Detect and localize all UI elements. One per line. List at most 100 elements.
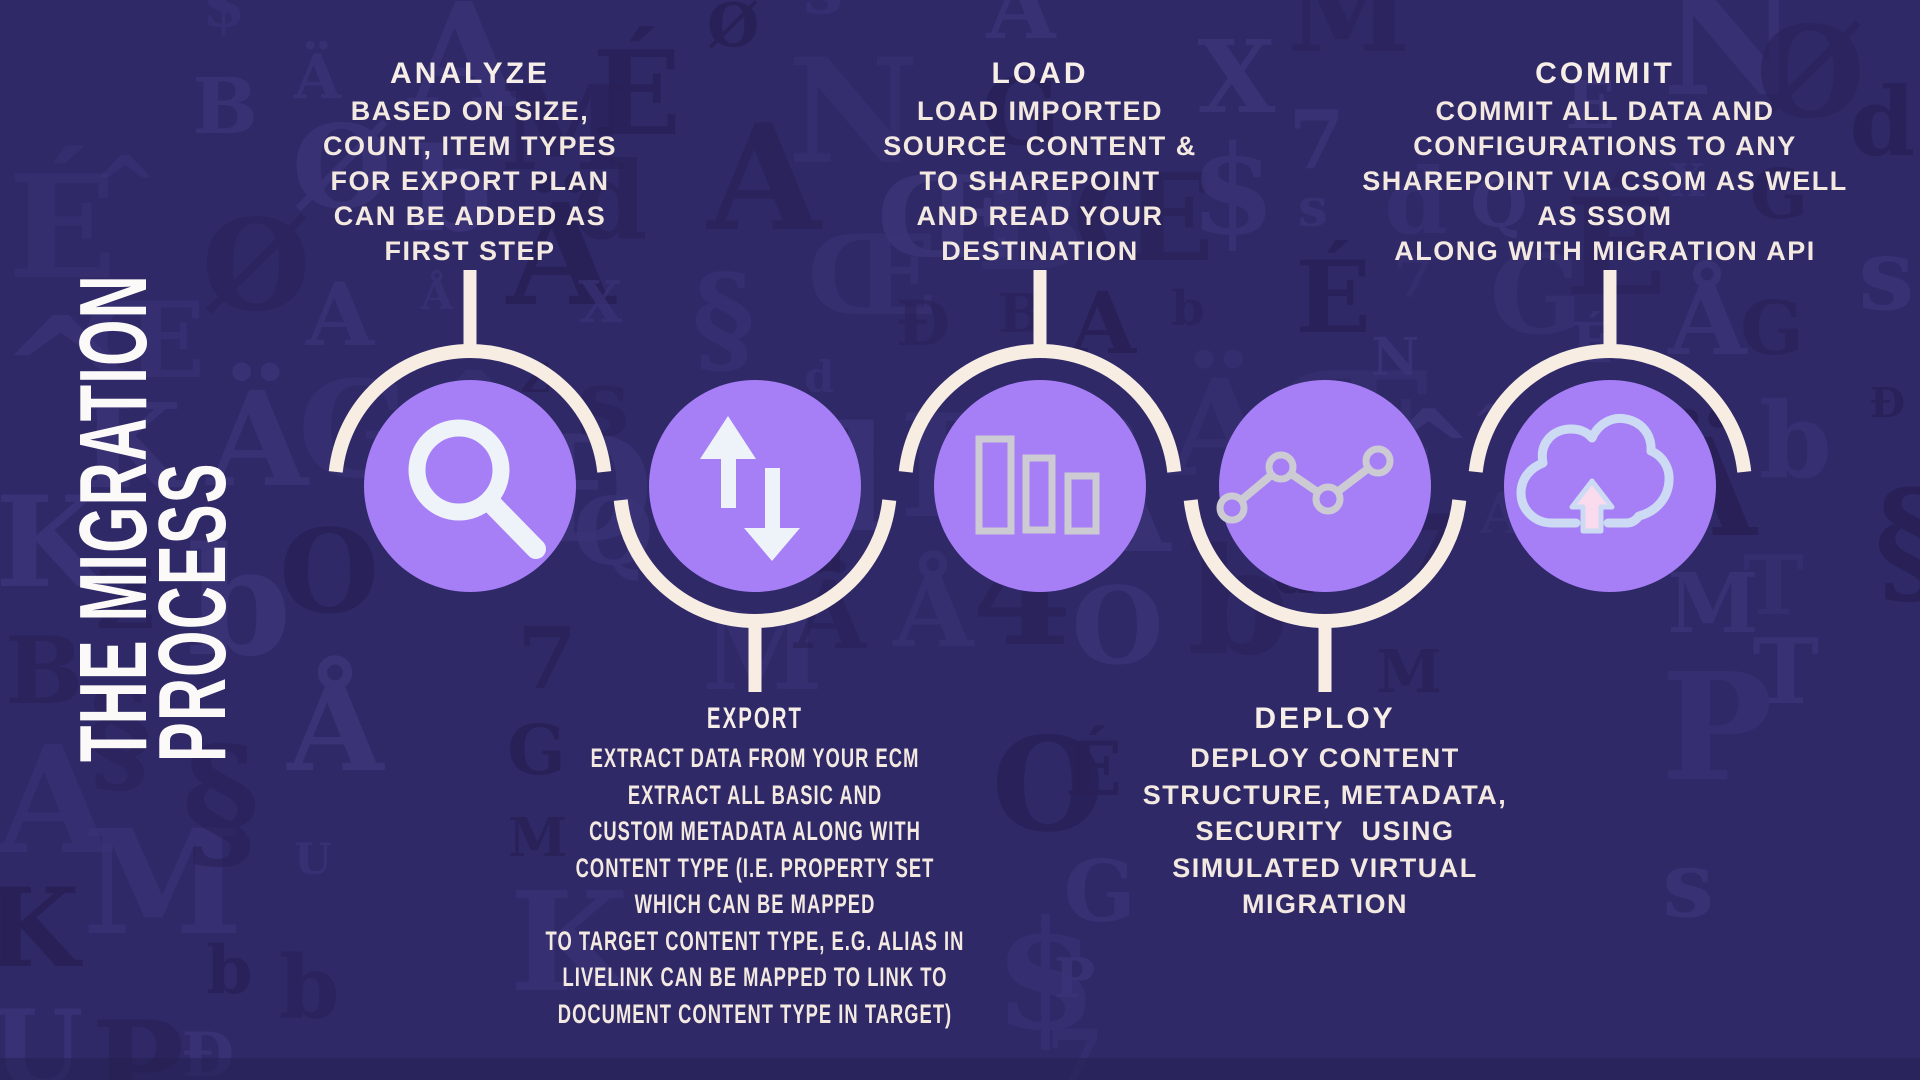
- bg-glyph: 7: [517, 609, 577, 710]
- bg-glyph: Đ: [895, 286, 950, 360]
- line-chart-icon: [1216, 445, 1394, 524]
- step-load-line: LOAD IMPORTED: [917, 96, 1163, 126]
- bg-glyph: É: [592, 26, 682, 163]
- bg-glyph: N: [787, 27, 920, 197]
- circle-commit: [1504, 380, 1716, 592]
- bg-glyph: K: [0, 468, 105, 617]
- step-deploy-title: DEPLOY: [1254, 702, 1396, 735]
- step-export-line: DOCUMENT CONTENT TYPE IN TARGET): [557, 998, 953, 1029]
- bg-glyph: A: [0, 712, 112, 887]
- bg-glyph: b: [186, 515, 292, 691]
- bg-glyph: P: [1054, 946, 1096, 1011]
- step-export-line: LIVELINK CAN BE MAPPED TO LINK TO: [562, 962, 948, 992]
- bg-glyph: É: [1065, 725, 1123, 814]
- bg-glyph: ^: [0, 284, 123, 459]
- up-down-arrows-icon: [700, 416, 800, 561]
- bg-glyph: s: [803, 0, 843, 24]
- step-export-line: WHICH CAN BE MAPPED: [634, 889, 876, 919]
- step-analyze-title: ANALYZE: [390, 57, 550, 90]
- step-load-title: LOAD: [991, 57, 1089, 90]
- bg-glyph: G: [1489, 230, 1584, 360]
- bg-glyph: $: [993, 888, 1099, 1065]
- bg-glyph: O: [991, 708, 1105, 862]
- step-load-line: AND READ YOUR: [916, 201, 1164, 231]
- step-analyze-line: FIRST STEP: [384, 236, 556, 266]
- bottom-shade: [0, 1058, 1920, 1080]
- step-analyze-line: BASED ON SIZE,: [350, 96, 590, 126]
- circle-load: [934, 380, 1146, 592]
- step-deploy-line: SIMULATED VIRTUAL: [1172, 852, 1478, 883]
- bg-glyph: b: [1171, 281, 1205, 338]
- bg-glyph: X: [1197, 18, 1276, 137]
- bg-glyph: M: [1667, 556, 1759, 653]
- bar-chart-icon: [975, 435, 1100, 535]
- bg-glyph: Ø: [1755, 0, 1866, 147]
- bg-glyph: $: [202, 0, 246, 42]
- bg-glyph: M: [1287, 0, 1410, 79]
- bg-glyph: G: [1063, 842, 1136, 942]
- bg-glyph: s: [1297, 178, 1328, 240]
- bg-glyph: Œ: [81, 279, 206, 403]
- bg-glyph: §: [691, 248, 755, 390]
- step-export-line: EXTRACT DATA FROM YOUR ECM: [590, 743, 920, 773]
- bg-glyph: d: [1849, 67, 1916, 178]
- bg-glyph: Å: [893, 550, 974, 672]
- step-deploy-line: DEPLOY CONTENT: [1190, 743, 1460, 773]
- bg-glyph: O: [1071, 564, 1164, 689]
- step-commit-text: COMMIT COMMIT ALL DATA AND CONFIGURATION…: [1285, 54, 1920, 269]
- step-deploy-line: MIGRATION: [1242, 889, 1408, 919]
- bg-glyph: Œ: [877, 149, 1012, 284]
- bg-glyph: Ø: [291, 99, 392, 234]
- bg-glyph: P: [1661, 639, 1773, 814]
- bg-glyph: d: [1384, 148, 1448, 255]
- step-export-line: CUSTOM METADATA ALONG WITH: [589, 816, 921, 846]
- bg-glyph: M: [82, 798, 243, 969]
- bg-glyph: b: [411, 123, 492, 259]
- bg-glyph: Ø: [201, 191, 311, 339]
- bg-glyph: K: [80, 378, 182, 515]
- step-deploy-line: SECURITY USING: [1195, 816, 1455, 846]
- circle-export: [649, 380, 861, 592]
- bg-glyph: Å: [287, 655, 384, 801]
- bg-glyph: s: [576, 348, 630, 459]
- bg-glyph: T: [1752, 620, 1820, 726]
- bg-glyph: É: [1750, 0, 1794, 9]
- bg-glyph: d: [572, 138, 648, 264]
- bg-glyph: M: [508, 805, 567, 869]
- step-analyze-text: ANALYZE BASED ON SIZE, COUNT, ITEM TYPES…: [150, 54, 790, 269]
- bg-glyph: b: [206, 930, 253, 1009]
- bg-glyph: G: [980, 57, 1061, 167]
- bg-glyph: Ä: [293, 41, 342, 113]
- bg-glyph: É: [8, 144, 117, 311]
- step-load-line: SOURCE CONTENT &: [883, 131, 1197, 161]
- bg-glyph: X: [578, 270, 623, 337]
- connector-stems: [463, 270, 1617, 692]
- bg-glyph: N: [1371, 326, 1420, 388]
- step-analyze-line: CAN BE ADDED AS: [333, 201, 607, 231]
- bg-glyph: s: [1858, 217, 1915, 334]
- bg-glyph: Q: [1470, 165, 1528, 243]
- cloud-upload-icon: [1516, 413, 1674, 534]
- bg-glyph: §: [181, 714, 260, 889]
- bg-glyph: X: [1670, 153, 1705, 207]
- bg-glyph: $: [1190, 117, 1276, 262]
- bg-glyph: s: [1662, 831, 1714, 938]
- bg-glyph: É: [1295, 240, 1372, 357]
- bg-glyph: b: [1758, 378, 1832, 502]
- step-load-line: TO SHAREPOINT: [919, 166, 1161, 196]
- bg-glyph: b: [278, 935, 340, 1039]
- bg-glyph: Ä: [206, 361, 308, 516]
- bg-glyph: Å: [1668, 259, 1747, 379]
- bg-glyph: ^: [90, 139, 160, 236]
- step-export-line: TO TARGET CONTENT TYPE, E.G. ALIAS IN: [545, 925, 965, 956]
- step-analyze-line: COUNT, ITEM TYPES: [322, 131, 618, 161]
- bg-glyph: K: [509, 861, 629, 1023]
- bg-glyph: G: [1749, 155, 1809, 236]
- bg-glyph: N: [1662, 0, 1799, 130]
- upload-arrow: [1569, 478, 1615, 534]
- bg-glyph: G: [1740, 283, 1804, 372]
- bg-glyph: 7: [1393, 242, 1434, 311]
- bg-glyph: Đ: [1869, 379, 1906, 428]
- bg-glyph: Ä: [506, 172, 616, 337]
